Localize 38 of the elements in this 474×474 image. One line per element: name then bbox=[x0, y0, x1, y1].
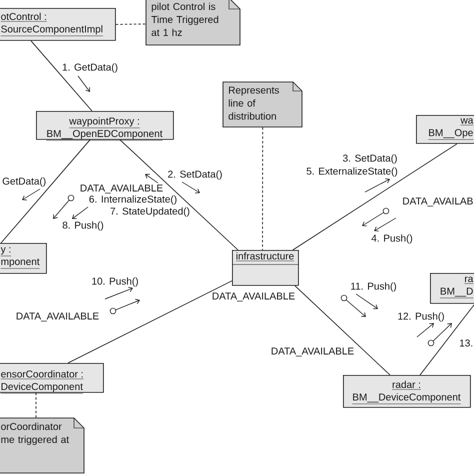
message-label: 1. GetData() bbox=[62, 63, 118, 73]
dashed-connector bbox=[115, 24, 146, 25]
link-line bbox=[68, 280, 232, 364]
object-box: ra BM__D bbox=[430, 273, 474, 304]
note: pilot Control is Time Triggered at 1 hz bbox=[146, 0, 240, 46]
object-box: waypointProxy : BM__OpenEDComponent bbox=[36, 111, 174, 141]
note: orCoordinator me triggered at bbox=[0, 418, 84, 474]
message-label: GetData() bbox=[2, 177, 46, 187]
link-line bbox=[292, 143, 458, 250]
object-box: wa BM__Ope bbox=[416, 115, 474, 144]
note: Represents line of distribution bbox=[222, 82, 302, 128]
link-line bbox=[30, 40, 92, 112]
link-line bbox=[294, 285, 390, 376]
event-label: DATA_AVAILABLE bbox=[16, 312, 99, 322]
message-label: 6. InternalizeState() bbox=[89, 195, 176, 205]
message-label: 11. Push() bbox=[351, 282, 396, 292]
message-label: 2. SetData() bbox=[168, 170, 222, 180]
event-label: DATA_AVAILABLE bbox=[80, 184, 163, 194]
object-box: infrastructure bbox=[232, 250, 300, 286]
link-line bbox=[120, 139, 238, 250]
event-label: DATA_AVAILAB bbox=[403, 198, 473, 206]
message-label: 10. Push() bbox=[92, 277, 138, 287]
message-label: 5. ExternalizeState() bbox=[306, 167, 398, 177]
link-line bbox=[420, 303, 474, 376]
event-label: DATA_AVAILABLE bbox=[212, 292, 295, 302]
object-box: y : mponent bbox=[0, 243, 47, 274]
event-label: DATA_AVAILABLE bbox=[272, 348, 354, 356]
link-line bbox=[0, 139, 90, 244]
message-label: 12. Push() bbox=[398, 312, 444, 322]
message-label: 3. SetData() bbox=[342, 154, 397, 164]
object-box: ensorCoordinator : DeviceComponent bbox=[0, 363, 104, 394]
dashed-connector bbox=[262, 127, 264, 250]
object-box: radar : BM__DeviceComponent bbox=[343, 375, 471, 408]
message-label: 7. StateUpdated() bbox=[110, 207, 190, 217]
object-box: otControl : SourceComponentImpl bbox=[0, 8, 116, 41]
message-label: 8. Push() bbox=[62, 221, 104, 231]
message-label: 13. bbox=[460, 339, 472, 347]
message-label: 4. Push() bbox=[372, 234, 412, 244]
